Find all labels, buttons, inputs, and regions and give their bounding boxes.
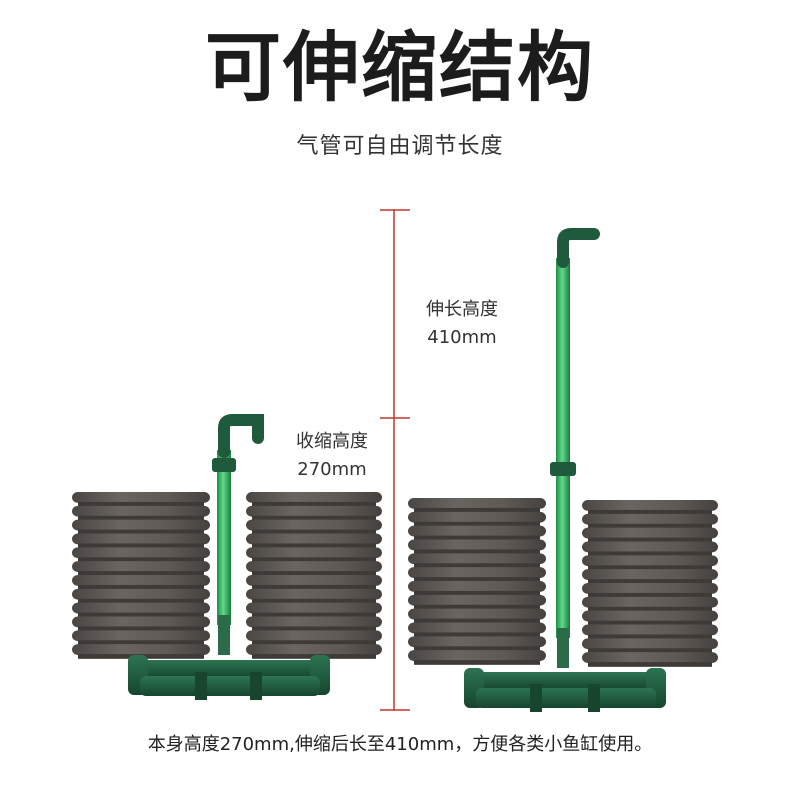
right-base-pipe (464, 672, 664, 690)
left-sponge-b (246, 492, 382, 659)
left-sponge-a (72, 492, 210, 659)
extended-height-name: 伸长高度 (426, 299, 498, 320)
right-tube-clamp (550, 462, 576, 476)
page-title: 可伸缩结构 (205, 23, 595, 112)
left-base-pipe (128, 660, 328, 678)
collapsed-height-value: 270mm (297, 458, 367, 480)
footer-description: 本身高度270mm,伸缩后长至410mm，方便各类小鱼缸使用。 (147, 734, 653, 755)
left-outlet-elbow (218, 414, 264, 458)
measurement-line (380, 209, 410, 711)
right-outlet-elbow (557, 228, 600, 268)
right-sponge-a (408, 498, 546, 665)
extended-height-value: 410mm (427, 326, 497, 348)
left-tube-clamp (212, 458, 236, 472)
left-air-tube (217, 450, 231, 625)
collapsed-filter-unit (72, 414, 382, 700)
collapsed-height-label: 收缩高度 270mm (282, 428, 382, 484)
page-subtitle: 气管可自由调节长度 (296, 134, 504, 159)
right-sponge-b (582, 500, 718, 667)
collapsed-height-name: 收缩高度 (296, 431, 368, 452)
extended-filter-unit (408, 228, 718, 712)
right-air-tube (556, 258, 570, 638)
extended-height-label: 伸长高度 410mm (412, 296, 512, 352)
